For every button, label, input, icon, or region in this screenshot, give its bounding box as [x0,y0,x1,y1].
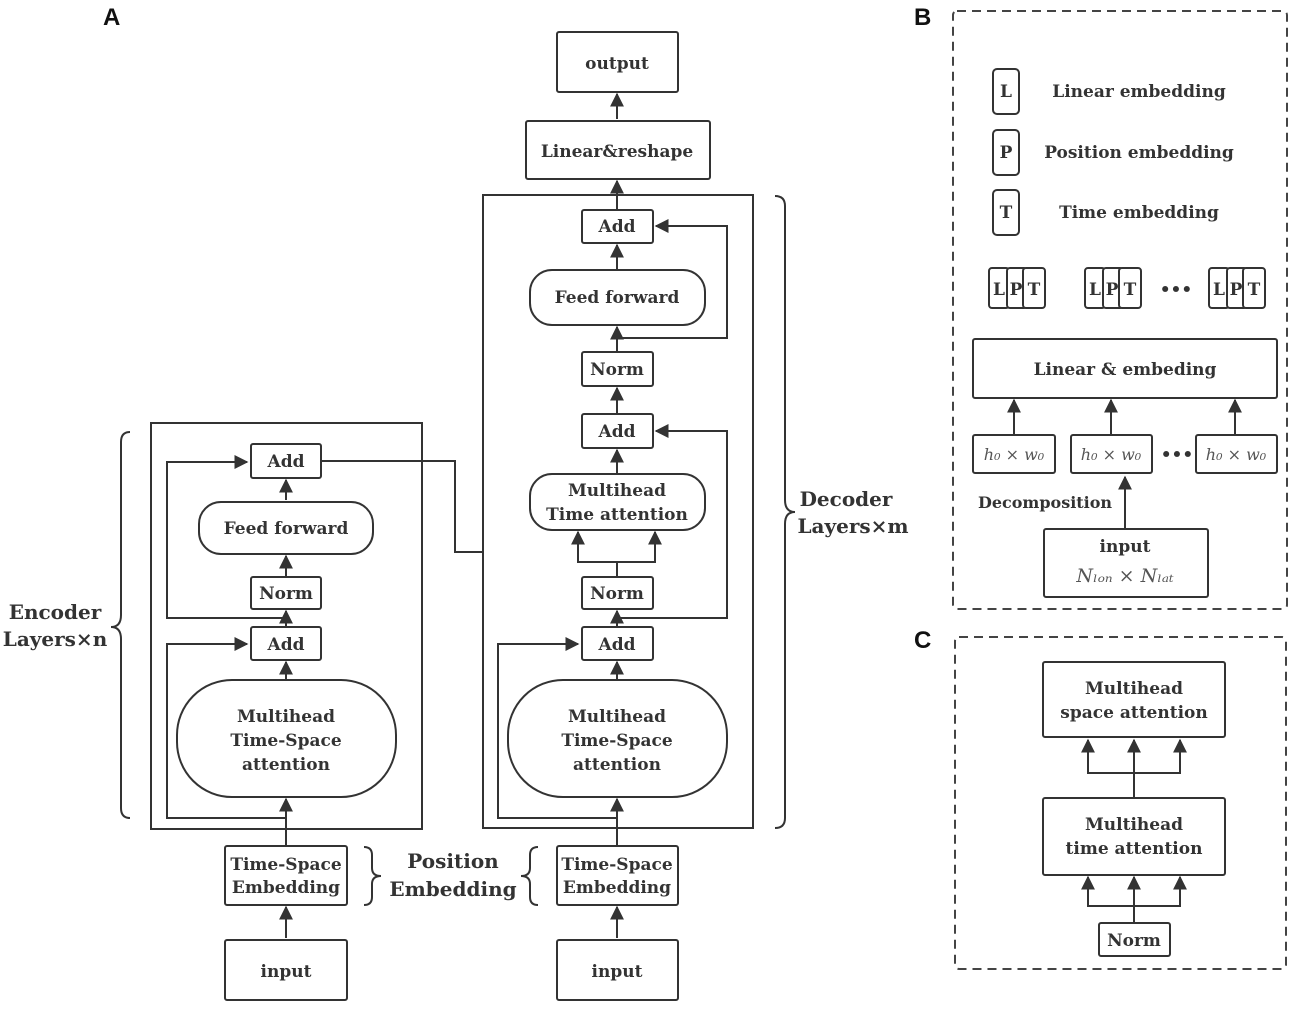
position-embedding-line2: Embedding [389,877,516,901]
space-attention-line1: Multihead [1085,679,1183,699]
panel-b-input-shape: Nₗₒₙ × Nₗₐₜ [1075,565,1174,587]
legend-symbol-l: L [1000,82,1012,102]
space-attention-line2: space attention [1060,703,1207,723]
patch-3: h₀ × w₀ [1206,445,1267,464]
legend-symbol-t: T [1000,203,1013,223]
token-p: P [1230,280,1243,300]
token-t: T [1248,280,1261,300]
token-l: L [993,280,1005,300]
encoder-norm: Norm [259,584,313,604]
decoder-input: input [592,962,643,982]
patch-2: h₀ × w₀ [1081,445,1142,464]
panel-label-a: A [103,4,120,31]
decoder-time-attention-line1: Multihead [568,481,666,501]
decoder-feed-forward: Feed forward [555,288,680,308]
time-attention-line2: time attention [1066,839,1203,859]
decoder-embedding-line2: Embedding [563,878,671,898]
encoder-brace [110,431,131,819]
encoder-attention-line3: attention [242,755,330,775]
encoder-embedding-line2: Embedding [232,878,340,898]
encoder-embedding-line1: Time-Space [230,855,341,875]
encoder-label-line1: Encoder [9,600,102,624]
legend-label-linear: Linear embedding [1052,82,1226,102]
decoder-norm-bottom: Norm [590,584,644,604]
encoder-add-bottom: Add [267,635,305,655]
decoder-norm-top: Norm [590,360,644,380]
encoder-attention-line2: Time-Space [230,731,341,751]
token-l: L [1213,280,1225,300]
token-t: T [1028,280,1041,300]
encoder-label-line2: Layers×n [3,627,108,651]
position-embedding-line1: Position [407,849,499,873]
decoder-brace [774,195,796,829]
encoder-feed-forward: Feed forward [224,519,349,539]
panel-c-norm: Norm [1107,931,1161,951]
panel-c-attention: Multihead space attention Multihead time… [954,636,1287,970]
decoder-add-bottom: Add [598,635,636,655]
panel-b-input-label: input [1100,537,1151,557]
decoder-attention-line2: Time-Space [561,731,672,751]
token-p: P [1106,280,1119,300]
decoder-output: output [585,54,649,74]
position-embedding-annotation: Position Embedding [363,846,539,906]
linear-embeding-box: Linear & embeding [1034,360,1217,380]
decoder-label-line1: Decoder [800,487,893,511]
legend-symbol-p: P [1000,143,1013,163]
decoder-label-line2: Layers×m [797,514,908,538]
panel-label-c: C [914,627,931,654]
encoder-attention-line1: Multihead [237,707,335,727]
decoder-attention-line1: Multihead [568,707,666,727]
decoder-attention-line3: attention [573,755,661,775]
encoder-input: input [261,962,312,982]
token-group-2: L P T [1084,267,1142,309]
token-ellipsis: ••• [1160,280,1193,300]
token-p: P [1010,280,1023,300]
decoder-add-top: Add [598,217,636,237]
panel-label-b: B [914,4,931,31]
decomposition-label: Decomposition [978,493,1112,512]
legend-label-position: Position embedding [1044,143,1234,163]
encoder-stack: Encoder Layers×n Add Feed forward Norm A… [3,422,624,1001]
token-t: T [1124,280,1137,300]
token-l: L [1089,280,1101,300]
decoder-stack: Decoder Layers×m output Linear&reshape A… [482,31,909,1001]
legend-label-time: Time embedding [1059,203,1219,223]
patch-ellipsis: ••• [1161,445,1194,465]
patch-1: h₀ × w₀ [984,445,1045,464]
token-group-1: L P T [988,267,1046,309]
decoder-linear-reshape: Linear&reshape [541,142,694,162]
decoder-embedding-line1: Time-Space [561,855,672,875]
decoder-add-mid: Add [598,422,636,442]
time-attention-line1: Multihead [1085,815,1183,835]
encoder-add-top: Add [267,452,305,472]
panel-b-embedding: L Linear embedding P Position embedding … [952,10,1288,610]
token-group-3: L P T [1208,267,1266,309]
decoder-time-attention-line2: Time attention [546,505,688,525]
